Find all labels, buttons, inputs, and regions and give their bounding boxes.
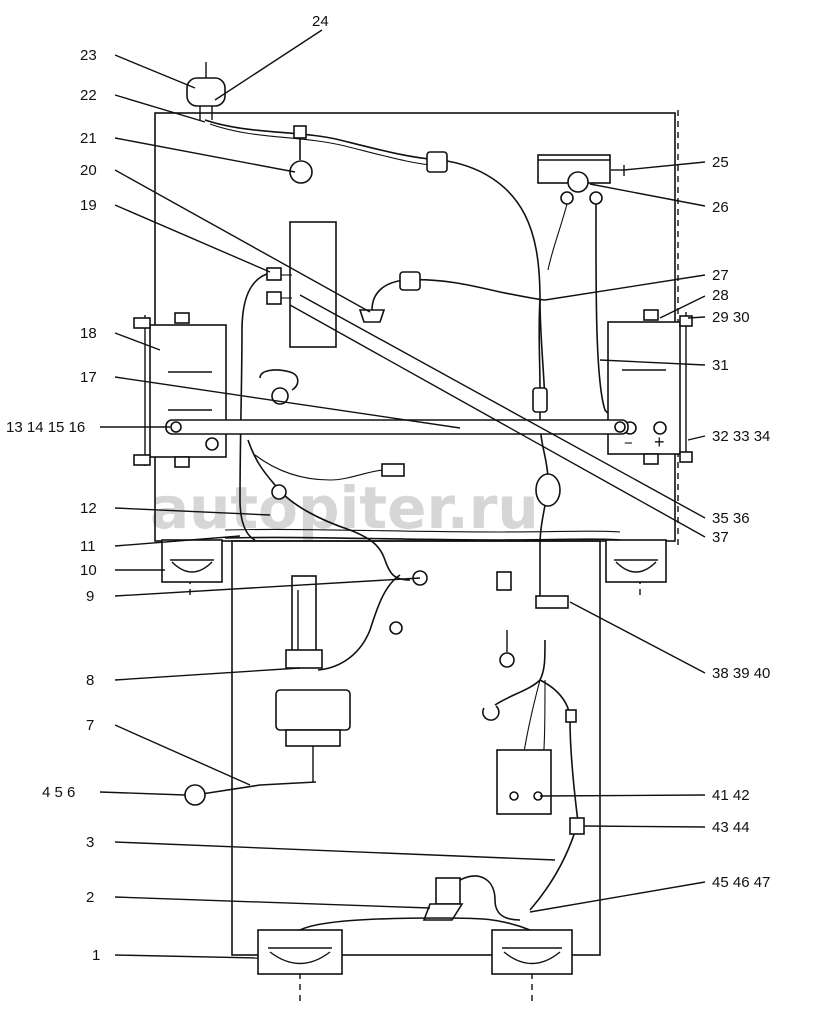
callout-10: 10	[80, 562, 97, 579]
rear-lamp-left	[257, 929, 343, 975]
battery-minus-sign: −	[624, 435, 633, 452]
callout-23: 23	[80, 47, 97, 64]
callout-35-36: 35 36	[712, 510, 750, 527]
callout-37: 37	[712, 529, 729, 546]
callout-2: 2	[86, 889, 94, 906]
callout-11: 11	[80, 538, 96, 555]
callout-41-42: 41 42	[712, 787, 750, 804]
callout-17: 17	[80, 369, 97, 386]
callout-20: 20	[80, 162, 97, 179]
callout-27: 27	[712, 267, 729, 284]
callout-26: 26	[712, 199, 729, 216]
connector-top	[426, 151, 448, 173]
right-battery: − +	[607, 309, 693, 465]
callout-24: 24	[312, 13, 329, 30]
junction-35	[535, 473, 561, 507]
cross-harness	[224, 536, 621, 541]
rear-lamp-right	[491, 929, 573, 975]
connector-43	[569, 817, 585, 835]
lamp-20	[358, 309, 386, 323]
callout-8: 8	[86, 672, 94, 689]
leader-lines	[99, 29, 706, 959]
connector-38	[535, 595, 569, 609]
callout-labels: 24 23 22 21 20 19 18 17 13 14 15 16 12 1…	[6, 13, 770, 964]
callout-28: 28	[712, 287, 729, 304]
front-lamp-left	[161, 539, 223, 583]
callout-7: 7	[86, 717, 94, 734]
callout-18: 18	[80, 325, 97, 342]
battery-cable-bar	[165, 419, 629, 451]
pedal-4	[184, 784, 206, 806]
callout-29-30: 29 30	[712, 309, 750, 326]
control-box	[289, 221, 337, 348]
sensor-21	[289, 160, 313, 184]
callout-1: 1	[92, 947, 100, 964]
horn-2	[422, 877, 464, 921]
callout-4-6: 4 5 6	[42, 784, 75, 801]
callout-22: 22	[80, 87, 97, 104]
battery-plus-sign: +	[654, 432, 665, 452]
callout-13-16: 13 14 15 16	[6, 419, 85, 436]
beacon-lamp	[186, 62, 226, 120]
callout-3: 3	[86, 834, 94, 851]
linkage-7	[194, 781, 317, 796]
left-connectors	[239, 267, 292, 541]
callout-43-44: 43 44	[712, 819, 750, 836]
callout-25: 25	[712, 154, 729, 171]
callout-38-40: 38 39 40	[712, 665, 770, 682]
callout-9: 9	[86, 588, 94, 605]
hydraulic-cylinder	[275, 575, 351, 782]
instrument-cluster	[537, 154, 625, 205]
front-lamp-right	[605, 539, 667, 583]
switch-box-41	[496, 749, 552, 815]
callout-12: 12	[80, 500, 97, 517]
callout-32-34: 32 33 34	[712, 428, 770, 445]
centerlines	[189, 110, 679, 1005]
callout-21: 21	[80, 130, 97, 147]
top-harness	[204, 119, 546, 411]
callout-45-47: 45 46 47	[712, 874, 770, 891]
callout-19: 19	[80, 197, 97, 214]
callout-31: 31	[712, 357, 729, 374]
relay-17	[271, 387, 289, 405]
